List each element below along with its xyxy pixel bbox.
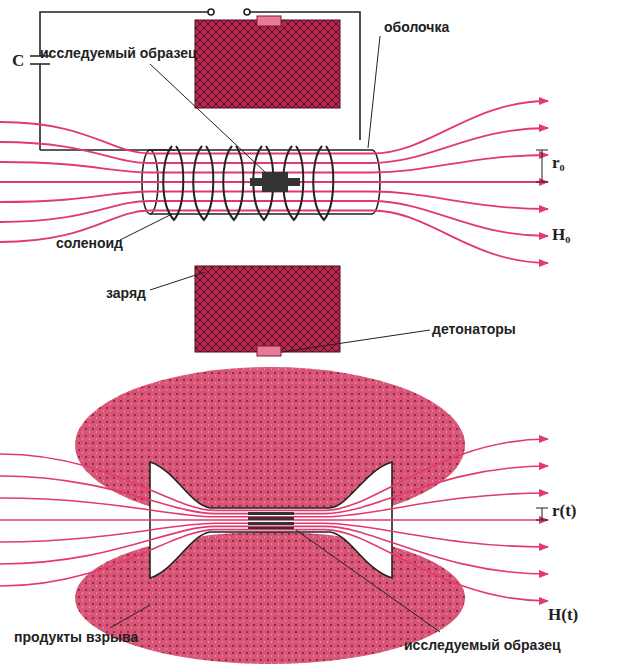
capacitor-label: C <box>12 52 24 71</box>
radius-label: r₀ <box>552 154 565 173</box>
charge-label: заряд <box>106 286 146 301</box>
detonator <box>257 16 281 26</box>
detonator-label: детонаторы <box>432 322 516 337</box>
radius-label: r(t) <box>552 502 577 521</box>
explosion-products <box>75 367 465 523</box>
products-label: продукты взрыва <box>14 630 138 645</box>
detonator <box>257 346 281 356</box>
field-line <box>0 466 548 514</box>
field-line <box>0 155 548 173</box>
field-line <box>0 493 548 517</box>
field-line <box>0 526 548 574</box>
field-label: H₀ <box>552 226 570 245</box>
field-label: H(t) <box>548 606 578 625</box>
capacitor-circuit <box>30 9 360 150</box>
leader-line <box>110 36 548 632</box>
field-line <box>0 211 548 264</box>
field-line <box>0 530 548 601</box>
field-line <box>0 128 548 163</box>
solenoid-label: соленоид <box>56 236 123 251</box>
field-line <box>0 101 548 154</box>
sample <box>248 512 294 529</box>
solenoid-coil <box>163 146 333 220</box>
explosive-charge <box>195 266 340 352</box>
shell-label: оболочка <box>384 20 449 35</box>
sample-label: исследуемый образец <box>404 638 561 653</box>
explosive-charge <box>195 20 340 108</box>
sample-label: исследуемый образец <box>40 46 197 61</box>
sample <box>262 172 288 192</box>
